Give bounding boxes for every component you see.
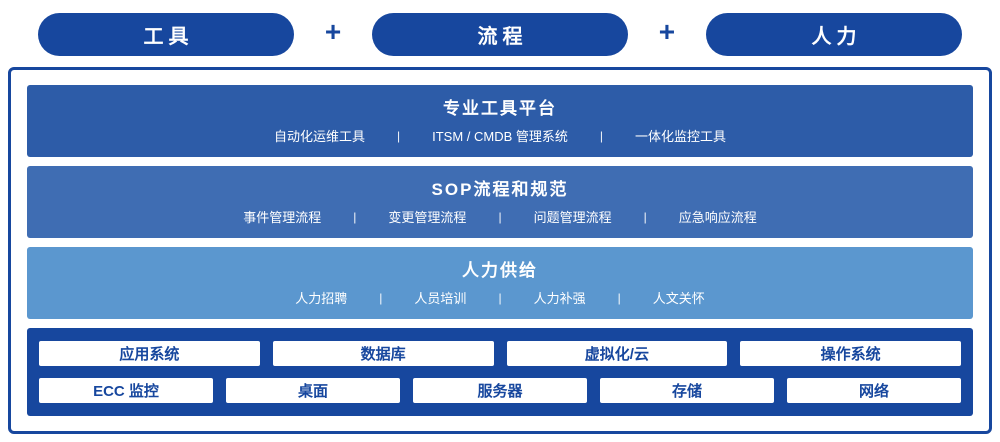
infra-box-virtualization-cloud: 虚拟化/云 (506, 341, 728, 366)
sop-process-band: SOP流程和规范 事件管理流程 | 变更管理流程 | 问题管理流程 | 应急响应… (27, 166, 973, 238)
separator: | (353, 209, 357, 224)
manpower-supply-title: 人力供给 (462, 261, 538, 280)
band-item: 人员培训 (414, 291, 467, 306)
tools-platform-items: 自动化运维工具 | ITSM / CMDB 管理系统 | 一体化监控工具 (27, 126, 973, 145)
infra-box-server: 服务器 (413, 378, 587, 403)
band-item: 人文关怀 (652, 291, 705, 306)
band-item: ITSM / CMDB 管理系统 (432, 129, 568, 144)
framework-container: 专业工具平台 自动化运维工具 | ITSM / CMDB 管理系统 | 一体化监… (8, 67, 992, 434)
separator: | (599, 128, 604, 143)
separator: | (498, 209, 502, 224)
tools-platform-title: 专业工具平台 (443, 99, 557, 118)
separator: | (498, 290, 502, 305)
pill-process: 流程 (371, 12, 628, 56)
pill-manpower-label: 人力 (811, 25, 862, 48)
sop-process-items: 事件管理流程 | 变更管理流程 | 问题管理流程 | 应急响应流程 (27, 207, 973, 226)
infra-box-application-system: 应用系统 (39, 341, 260, 366)
infra-box-ecc-monitoring: ECC 监控 (39, 378, 213, 403)
band-item: 自动化运维工具 (273, 129, 365, 144)
pill-process-label: 流程 (477, 25, 528, 48)
band-item: 变更管理流程 (388, 210, 467, 225)
plus-icon: + (658, 16, 676, 47)
band-item: 问题管理流程 (533, 210, 612, 225)
separator: | (643, 209, 647, 224)
infrastructure-row-1: 应用系统 数据库 虚拟化/云 操作系统 (39, 341, 961, 366)
pill-tools-label: 工具 (143, 25, 194, 48)
separator: | (379, 290, 383, 305)
separator: | (617, 290, 621, 305)
pill-manpower: 人力 (705, 12, 962, 56)
pill-tools: 工具 (38, 12, 294, 56)
tools-platform-band: 专业工具平台 自动化运维工具 | ITSM / CMDB 管理系统 | 一体化监… (27, 85, 973, 157)
top-pill-row: 工具 + 流程 + 人力 (0, 0, 1000, 56)
infra-box-storage: 存储 (600, 378, 774, 403)
band-item: 人力补强 (533, 291, 586, 306)
sop-process-title: SOP流程和规范 (431, 180, 569, 199)
band-item: 事件管理流程 (243, 210, 322, 225)
manpower-supply-items: 人力招聘 | 人员培训 | 人力补强 | 人文关怀 (27, 288, 973, 307)
manpower-supply-band: 人力供给 人力招聘 | 人员培训 | 人力补强 | 人文关怀 (27, 247, 973, 319)
infra-box-database: 数据库 (272, 341, 494, 366)
infra-box-desktop: 桌面 (226, 378, 400, 403)
band-item: 人力招聘 (295, 291, 348, 306)
infrastructure-row-2: ECC 监控 桌面 服务器 存储 网络 (39, 378, 961, 403)
band-item: 一体化监控工具 (635, 129, 727, 144)
infra-box-operating-system: 操作系统 (740, 341, 961, 366)
infrastructure-band: 应用系统 数据库 虚拟化/云 操作系统 ECC 监控 桌面 服务器 存储 网络 (27, 328, 973, 416)
plus-icon: + (324, 16, 342, 47)
separator: | (396, 128, 401, 143)
band-item: 应急响应流程 (678, 210, 757, 225)
infra-box-network: 网络 (787, 378, 961, 403)
